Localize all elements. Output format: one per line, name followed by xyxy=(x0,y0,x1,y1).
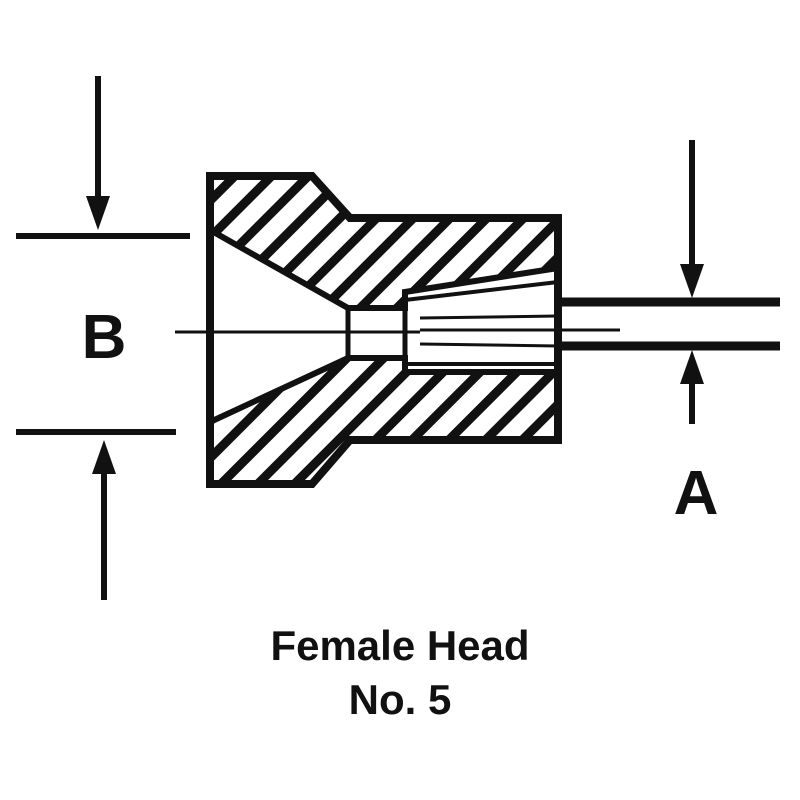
caption-number: No. 5 xyxy=(348,676,452,723)
dimension-a-bottom-arrow xyxy=(680,350,704,424)
dimension-b-label: B xyxy=(82,303,127,372)
dimension-a-label: A xyxy=(674,459,719,528)
head-outline xyxy=(206,172,562,488)
dimension-b-top-arrow xyxy=(86,76,110,230)
shaft-lines xyxy=(558,297,780,351)
dimension-b-extension-lines xyxy=(16,233,190,435)
dimension-a-top-arrow xyxy=(680,140,704,298)
caption-title: Female Head xyxy=(270,622,530,669)
dimension-b-bottom-arrow xyxy=(92,440,116,600)
head-body-bottom xyxy=(207,355,561,487)
